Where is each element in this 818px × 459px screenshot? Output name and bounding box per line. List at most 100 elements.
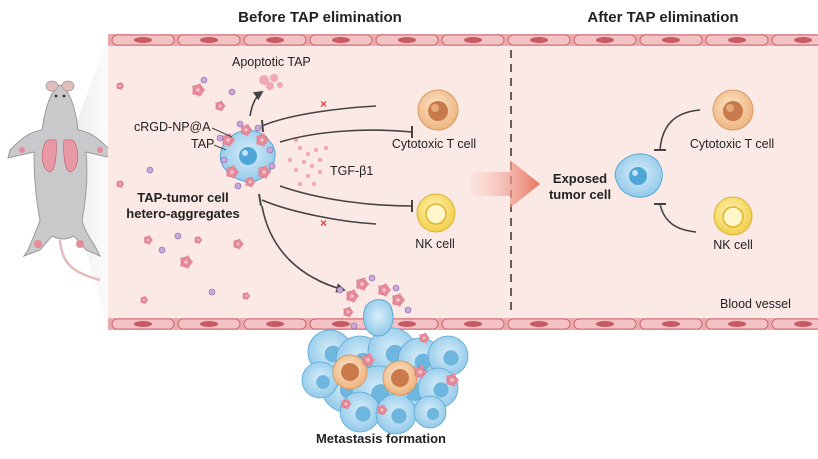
transition-arrow: [470, 160, 540, 208]
endothelial-nucleus: [464, 37, 482, 43]
tumor-cell: [375, 393, 417, 435]
tgf-particle: [305, 173, 311, 179]
platelet: [215, 100, 226, 112]
nanoparticle: [216, 134, 224, 142]
mouse-illustration: [7, 80, 113, 282]
tgf-beta1-particles: [287, 137, 329, 187]
platelet: [362, 353, 375, 367]
cytotoxic-t-cell-left: [417, 89, 459, 131]
label-metastasis: Metastasis formation: [316, 431, 446, 446]
endothelial-nucleus: [398, 321, 416, 327]
endothelial-nucleus: [530, 37, 548, 43]
platelet: [346, 289, 359, 303]
nk-cell-right: [713, 196, 753, 236]
tgf-particle: [297, 145, 303, 151]
platelet: [116, 82, 125, 90]
nanoparticle: [254, 124, 262, 132]
title-before: Before TAP elimination: [238, 9, 402, 26]
nanoparticle: [350, 322, 358, 330]
tumor-cell: [427, 335, 469, 377]
tgf-particle: [287, 157, 293, 163]
label-tap: TAP: [191, 137, 214, 151]
blood-vessel-lumen: [108, 36, 818, 326]
platelet: [392, 293, 405, 307]
tumor-cell: [301, 361, 339, 399]
t-cell: [382, 360, 418, 396]
nanoparticle: [392, 284, 400, 292]
cytotoxic-t-cell-right: [712, 89, 754, 131]
pointer-crgd: [211, 127, 233, 138]
vessel-wall-bottom: [108, 318, 818, 330]
endothelial-nucleus: [398, 37, 416, 43]
platelet: [414, 365, 427, 379]
nanoparticle: [220, 156, 228, 164]
endothelial-nucleus: [794, 37, 812, 43]
nk-cell-left: [416, 193, 456, 233]
endothelial-nucleus: [332, 37, 350, 43]
platelet: [343, 306, 354, 318]
platelet: [233, 238, 244, 250]
label-cytotoxic-left: Cytotoxic T cell: [392, 137, 476, 151]
endothelial-nucleus: [662, 321, 680, 327]
label-cytotoxic-right: Cytotoxic T cell: [690, 137, 774, 151]
platelet: [143, 235, 153, 245]
inhibit-nk-cell: [261, 199, 377, 225]
metastasis-cluster: [301, 274, 469, 435]
kill-line-nk: [659, 203, 697, 233]
apoptotic-tap-icon: [259, 74, 283, 90]
endothelial-nucleus: [134, 37, 152, 43]
tgf-particle: [297, 181, 303, 187]
nanoparticle: [336, 286, 344, 294]
label-apoptotic-tap: Apoptotic TAP: [232, 55, 311, 69]
endothelial-nucleus: [134, 321, 152, 327]
lungs-icon: [41, 139, 79, 173]
platelet: [194, 236, 203, 244]
endothelial-nucleus: [794, 321, 812, 327]
endothelial-nucleus: [266, 37, 284, 43]
tgf-particle: [311, 181, 317, 187]
nanoparticle: [266, 146, 274, 154]
title-after: After TAP elimination: [587, 9, 738, 26]
platelet: [245, 176, 256, 188]
label-crgd: cRGD-NP@A: [134, 120, 211, 134]
extravasating-tumor-cell: [363, 299, 394, 337]
endothelial-nucleus: [530, 321, 548, 327]
label-blood-vessel: Blood vessel: [720, 297, 791, 311]
platelet: [116, 180, 125, 188]
endothelial-nucleus: [728, 37, 746, 43]
tgf-particle: [313, 147, 319, 153]
platelet: [192, 83, 205, 97]
tumor-cell: [413, 395, 447, 429]
tgf-particle: [305, 151, 311, 157]
tgf-particle: [301, 159, 307, 165]
tgf-particle: [293, 137, 299, 143]
label-nk-right: NK cell: [713, 238, 753, 252]
label-nk-left: NK cell: [415, 237, 455, 251]
nanoparticle: [234, 182, 242, 190]
nanoparticle: [228, 88, 236, 96]
tgf-inhibit-t: [279, 129, 413, 143]
nanoparticle: [200, 76, 208, 84]
tgf-particle: [317, 157, 323, 163]
endothelial-nucleus: [728, 321, 746, 327]
platelet: [140, 296, 149, 304]
endothelial-nucleus: [596, 37, 614, 43]
tgf-particle: [309, 163, 315, 169]
nanoparticle: [236, 120, 244, 128]
nanoparticle: [268, 162, 276, 170]
label-aggregate-2: hetero-aggregates: [126, 206, 239, 221]
platelet: [446, 373, 459, 387]
platelet: [419, 332, 430, 344]
tumor-cell: [339, 391, 381, 433]
platelet: [341, 398, 352, 410]
endothelial-nucleus: [332, 321, 350, 327]
platelet: [240, 124, 253, 136]
inhibit-x-bottom: ×: [320, 216, 327, 230]
vessel-wall-top: [108, 34, 818, 46]
inhibit-t-cell: [261, 105, 377, 127]
endothelial-nucleus: [266, 321, 284, 327]
exposed-tumor-cell: [614, 153, 663, 198]
arrow-to-metastasis: [261, 205, 346, 293]
endothelial-nucleus: [662, 37, 680, 43]
